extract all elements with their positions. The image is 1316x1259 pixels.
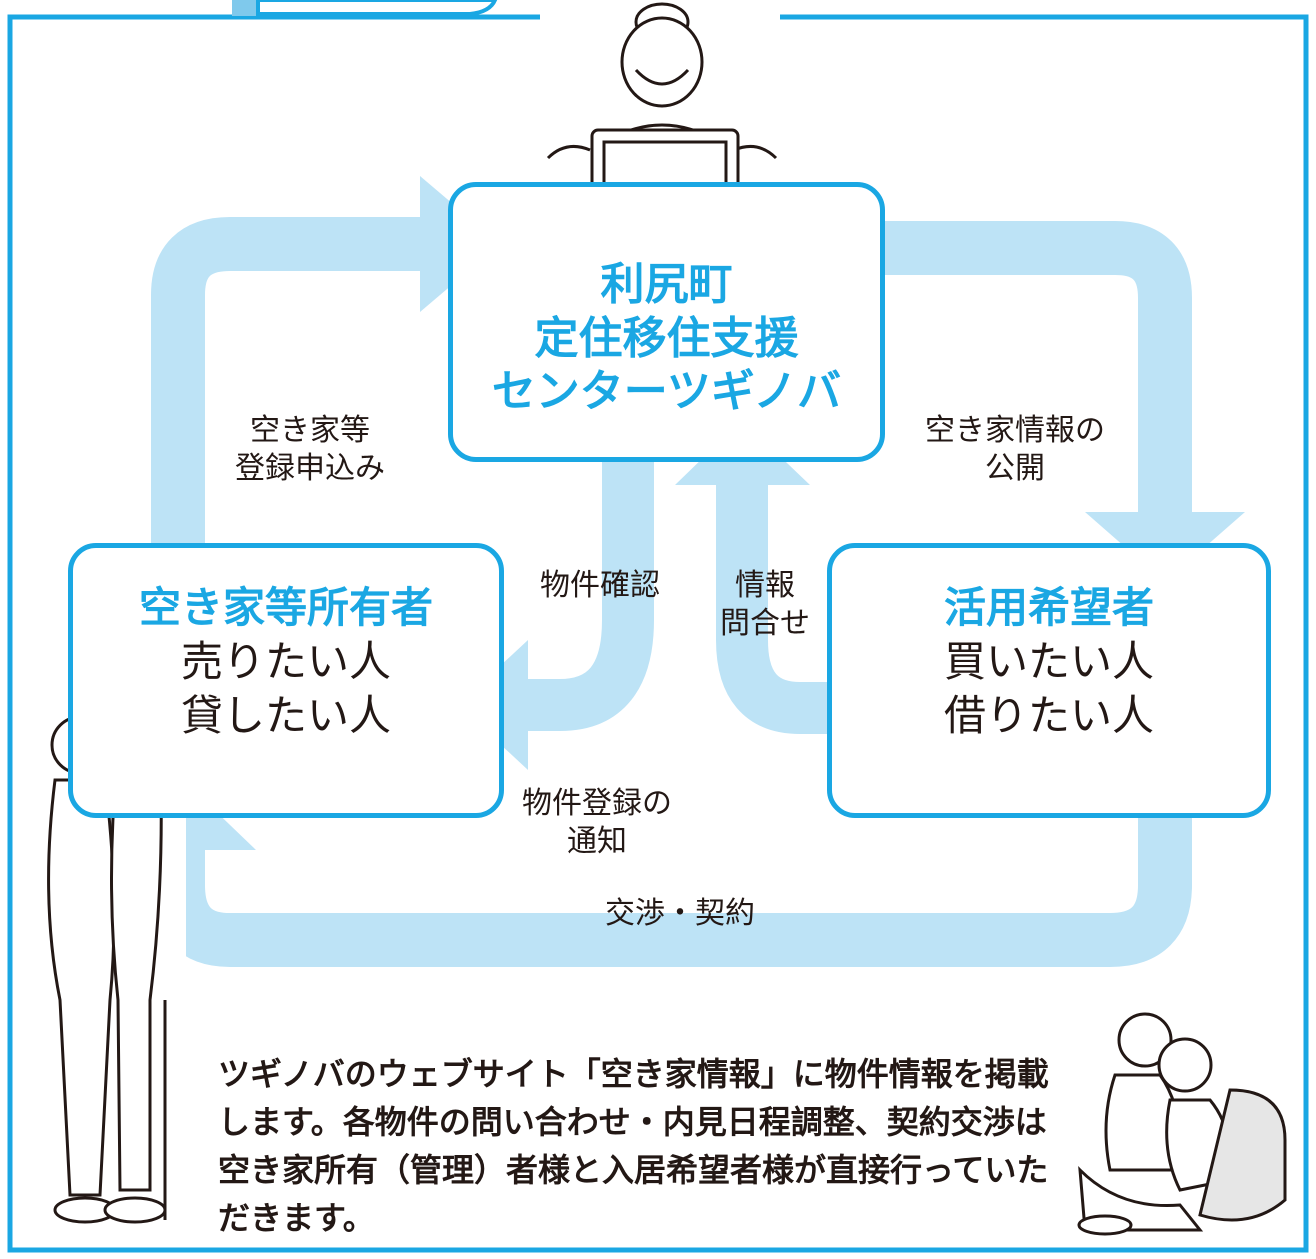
user-title: 活用希望者 — [943, 583, 1154, 632]
arrow-registration — [151, 217, 440, 600]
arrow-inquiry — [716, 485, 845, 734]
arrow-confirm — [520, 440, 654, 731]
owner-title: 空き家等所有者 — [138, 583, 433, 632]
registration-label-line1: 空き家等 — [250, 413, 370, 448]
explanatory-note: ツギノバのウェブサイト「空き家情報」に物件情報を掲載します。各物件の問い合わせ・… — [218, 1055, 1049, 1237]
inquiry-label-line1: 情報 — [735, 568, 795, 603]
center-title: 利尻町 定住移住支援 センターツギノバ — [448, 258, 885, 419]
publish-label: 空き家情報の 公開 — [895, 412, 1135, 487]
registration-label: 空き家等 登録申込み — [200, 412, 420, 487]
user-line2: 借りたい人 — [943, 691, 1154, 741]
publish-label-line1: 空き家情報の — [925, 413, 1105, 448]
young-couple-illustration — [1062, 1010, 1297, 1240]
owner-box — [68, 543, 504, 818]
owner-line1: 売りたい人 — [180, 636, 391, 686]
center-title-line3: センターツギノバ — [491, 366, 842, 418]
center-box — [448, 182, 885, 462]
user-box — [827, 543, 1271, 818]
user-text: 活用希望者 買いたい人 借りたい人 — [827, 582, 1271, 744]
owner-line2: 貸したい人 — [180, 691, 391, 741]
outer-frame — [7, 14, 1309, 1253]
notice-label-line1: 物件登録の — [522, 786, 672, 821]
registration-label-line2: 登録申込み — [235, 450, 385, 486]
banner-fragment-curve — [256, 0, 498, 16]
user-line1: 買いたい人 — [943, 636, 1154, 686]
notice-label-line2: 通知 — [567, 823, 627, 859]
center-title-line1: 利尻町 — [600, 259, 733, 310]
banner-fragment — [232, 0, 258, 16]
owner-text: 空き家等所有者 売りたい人 貸したい人 — [68, 582, 504, 744]
publish-label-line2: 公開 — [985, 450, 1045, 486]
confirm-label: 物件確認 — [540, 568, 660, 603]
inquiry-label: 情報 問合せ — [700, 567, 830, 642]
negotiation-label: 交渉・契約 — [605, 896, 755, 931]
center-title-line2: 定住移住支援 — [534, 312, 799, 364]
arrow-publish — [880, 221, 1192, 512]
notice-label: 物件登録の 通知 — [497, 785, 697, 860]
inquiry-label-line2: 問合せ — [720, 605, 810, 641]
